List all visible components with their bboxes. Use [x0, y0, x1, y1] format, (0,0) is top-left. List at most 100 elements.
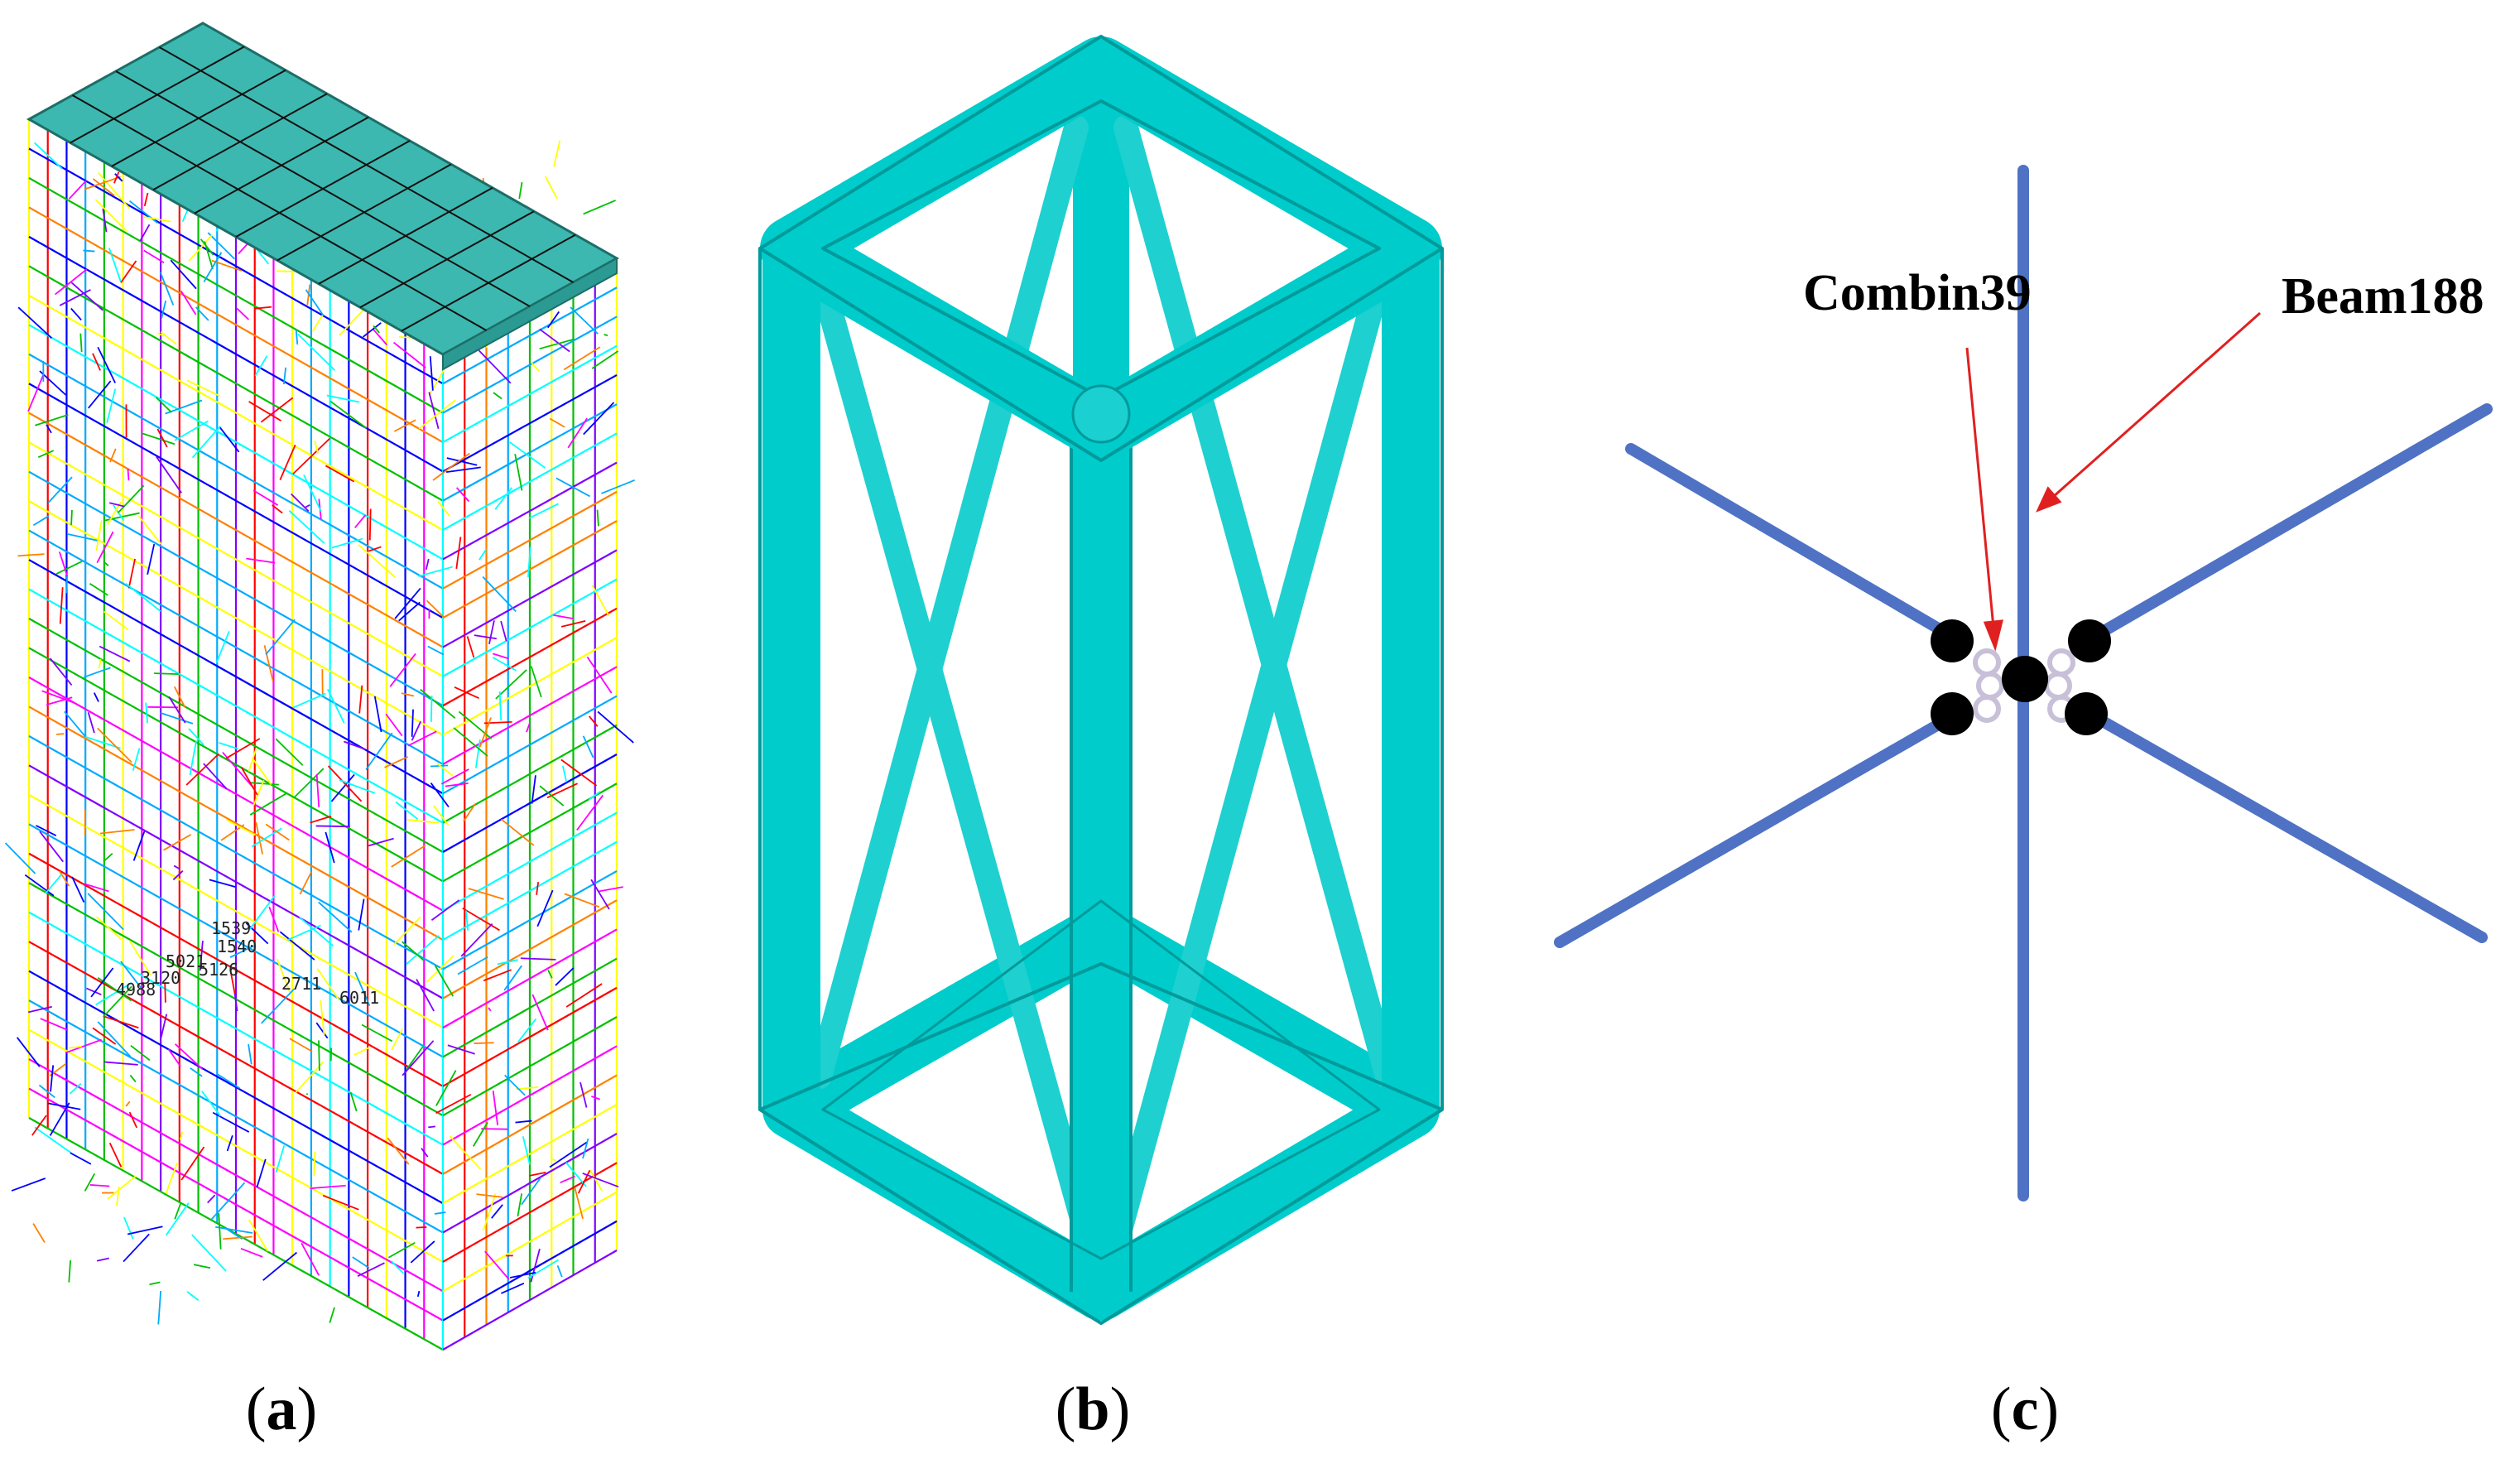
mesh-member — [203, 252, 223, 283]
mesh-member — [567, 417, 588, 449]
mesh-member — [442, 432, 618, 532]
mesh-member — [442, 1191, 618, 1293]
mesh-member — [98, 658, 102, 669]
mesh-member — [463, 803, 476, 822]
mesh-member — [279, 445, 296, 480]
mesh-member — [161, 300, 167, 319]
mesh-member — [127, 468, 130, 481]
mesh-member — [531, 362, 540, 372]
mesh-member — [45, 874, 63, 894]
mesh-member — [28, 529, 444, 765]
mesh-member — [394, 587, 421, 619]
mesh-member — [117, 484, 145, 514]
mesh-member — [539, 328, 570, 353]
mesh-member — [35, 413, 69, 426]
mesh-member — [174, 1043, 203, 1070]
mesh-member — [186, 1291, 200, 1302]
mesh-member — [445, 783, 469, 787]
mesh-member — [41, 690, 75, 704]
mesh-member — [114, 173, 123, 182]
mesh-member — [28, 1087, 444, 1322]
label-beam: Beam188 — [2282, 268, 2484, 325]
mesh-member — [127, 558, 136, 589]
mesh-member — [70, 1152, 92, 1165]
mesh-member — [493, 653, 509, 660]
mesh-member — [320, 1000, 325, 1036]
mesh-member — [457, 956, 488, 975]
mesh-member — [455, 537, 462, 569]
mesh-member — [436, 763, 454, 777]
mesh-member — [442, 1250, 618, 1351]
mesh-member — [536, 889, 554, 927]
mesh-member — [65, 575, 69, 594]
mesh-member — [93, 692, 99, 702]
mesh-member — [155, 397, 172, 413]
mesh-member — [233, 992, 238, 1012]
mesh-member — [591, 1096, 600, 1100]
mesh-member — [560, 758, 598, 787]
mesh-member — [547, 311, 560, 329]
mesh-member — [442, 754, 618, 853]
mesh-member — [521, 1177, 541, 1206]
mesh-member — [195, 306, 209, 321]
mesh-member — [368, 546, 382, 552]
mesh-member — [325, 831, 335, 864]
mesh-member — [598, 886, 623, 893]
mesh-member — [322, 1194, 359, 1211]
beam-lower-right — [2095, 715, 2488, 943]
mesh-member — [368, 508, 372, 541]
mesh-member — [279, 931, 315, 961]
mesh-member — [188, 234, 214, 262]
mesh-member — [576, 794, 604, 831]
mesh-member — [143, 249, 165, 264]
beam-upper-left — [1625, 443, 1951, 638]
mesh-member — [365, 732, 393, 770]
mesh-member — [406, 1046, 424, 1071]
mesh-member — [420, 688, 456, 720]
mesh-member — [549, 1141, 588, 1168]
front-top-joint — [1071, 384, 1131, 444]
mesh-member — [28, 676, 444, 912]
mesh-member — [87, 893, 124, 931]
mesh-member — [570, 306, 599, 335]
mesh-member — [254, 306, 272, 310]
mesh-member — [216, 1073, 241, 1090]
mesh-member — [589, 715, 599, 727]
mesh-member — [17, 553, 45, 557]
mesh-member — [173, 686, 186, 708]
mesh-member — [103, 1015, 139, 1029]
mesh-member — [218, 1213, 222, 1250]
mesh-member — [24, 874, 55, 897]
mesh-member — [272, 504, 283, 514]
mesh-member — [83, 249, 95, 253]
mesh-member — [4, 842, 36, 874]
mesh-member — [391, 1260, 404, 1274]
svg-text:1540: 1540 — [217, 937, 257, 956]
mesh-member — [145, 702, 148, 724]
mesh-member — [329, 400, 368, 429]
mesh-member — [289, 1038, 313, 1052]
mesh-member — [130, 1045, 151, 1062]
mesh-member — [28, 793, 444, 1029]
mesh-member — [310, 1184, 346, 1190]
mesh-member — [442, 724, 618, 824]
mesh-member — [305, 504, 310, 508]
mesh-member — [103, 610, 129, 631]
mesh-member — [442, 315, 618, 414]
mesh-member — [34, 1126, 73, 1154]
mesh-member — [125, 583, 161, 612]
mesh-member — [168, 696, 186, 724]
mesh-member — [358, 685, 363, 714]
mesh-member — [276, 958, 291, 994]
mesh-member — [354, 971, 371, 1006]
mesh-member — [401, 692, 415, 697]
mesh-member — [442, 928, 618, 1029]
mesh-member — [193, 1264, 211, 1269]
mesh-member — [96, 531, 114, 564]
mesh-member — [555, 477, 591, 498]
mesh-member — [314, 440, 320, 455]
mesh-member — [468, 888, 504, 900]
mesh-member — [574, 1187, 584, 1220]
mesh-member — [275, 1144, 286, 1173]
label-combin: Combin39 — [1803, 265, 2032, 321]
